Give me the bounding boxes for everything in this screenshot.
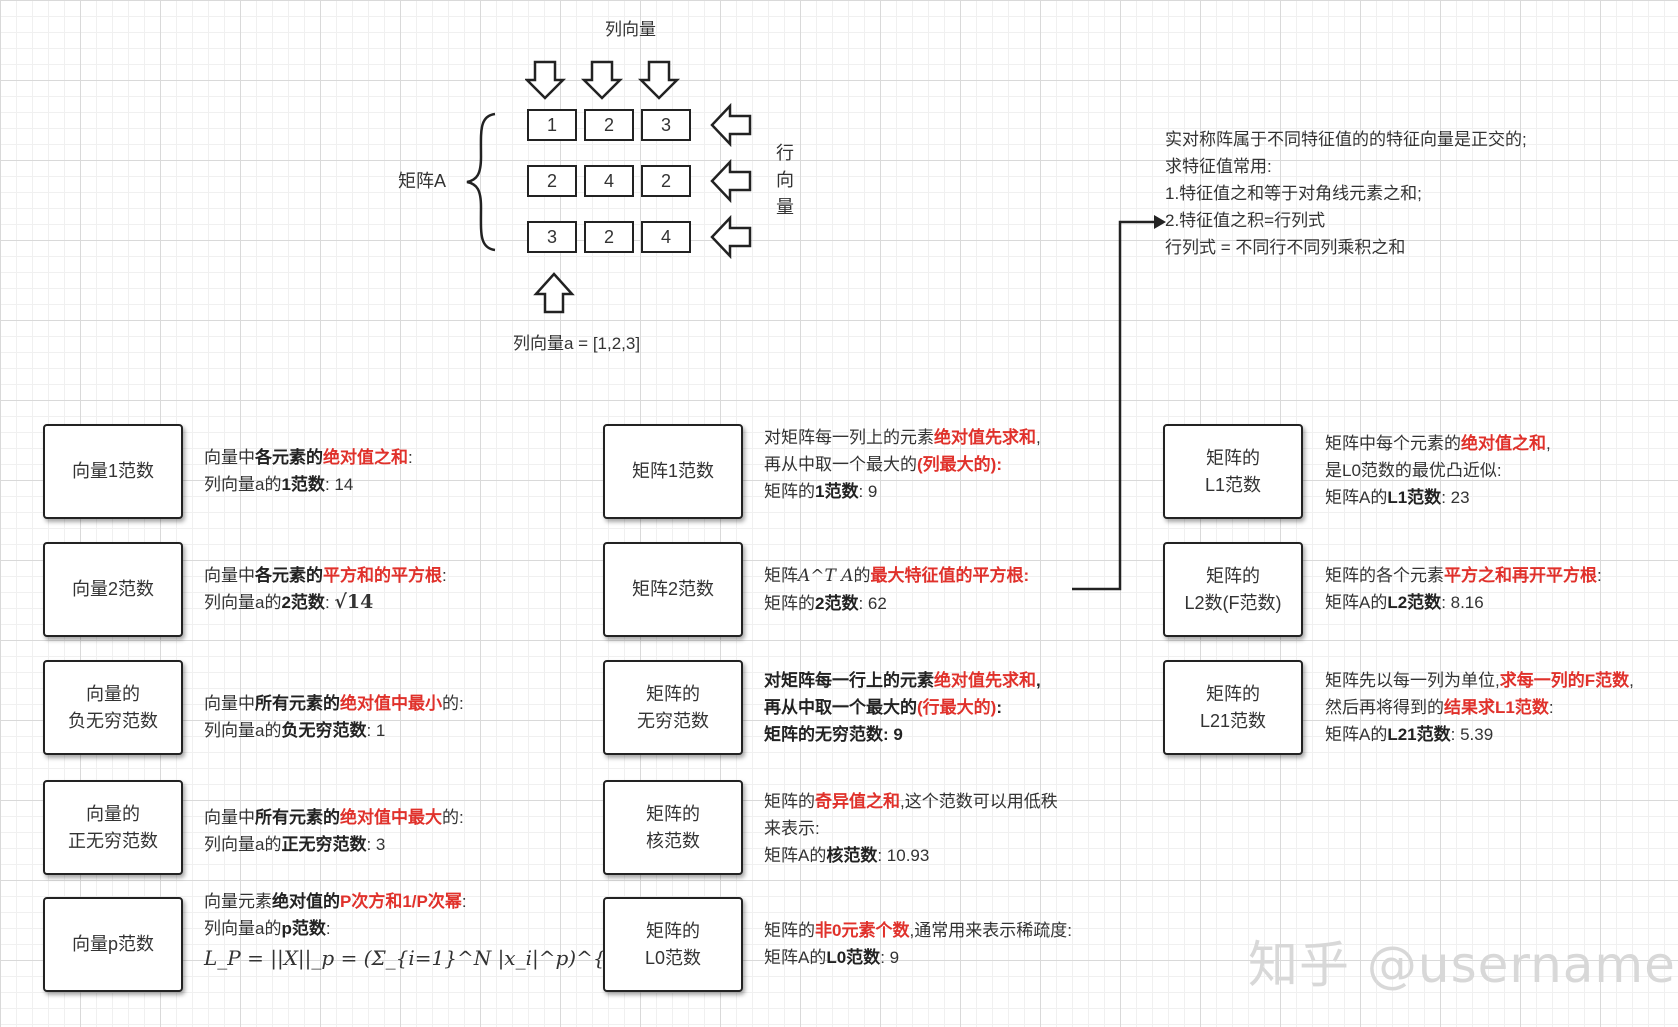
vector-1-norm-box: 向量1范数	[43, 424, 183, 519]
left-arrow-icon	[710, 102, 752, 148]
sqrt-value: √14	[334, 591, 374, 613]
box-label: 向量1范数	[71, 461, 154, 481]
matrix-cell: 2	[584, 109, 634, 141]
vector-1-norm-desc: 向量中各元素的绝对值之和: 列向量a的1范数: 14	[204, 448, 413, 494]
connector-arrow	[1072, 215, 1166, 591]
matrix-l0-norm-desc: 矩阵的非0元素个数,通常用来表示稀疏度: 矩阵A的L0范数: 9	[764, 921, 1072, 967]
left-brace	[466, 112, 496, 252]
col-vector-title: 列向量	[605, 20, 656, 39]
left-arrow-icon	[710, 214, 752, 260]
matrix-label: 矩阵A	[398, 171, 447, 191]
vector-p-norm-desc: 向量元素绝对值的P次方和1/P次幂: 列向量a的p范数: L_P = ||X||…	[204, 888, 651, 974]
vector-2-norm-box: 向量2范数	[43, 542, 183, 637]
matrix-l1-norm-desc: 矩阵中每个元素的绝对值之和, 是L0范数的最优凸近似: 矩阵A的L1范数: 23	[1325, 434, 1551, 507]
matrix-cell: 2	[584, 221, 634, 253]
eigen-note: 实对称阵属于不同特征值的的特征向量是正交的;	[1165, 130, 1527, 149]
vector-2-norm-desc: 向量中各元素的平方和的平方根: 列向量a的2范数: √14	[204, 566, 447, 613]
eigen-notes: 实对称阵属于不同特征值的的特征向量是正交的; 求特征值常用: 1.特征值之和等于…	[1165, 126, 1527, 261]
box-label: 向量p范数	[71, 934, 154, 954]
up-arrow-icon	[533, 272, 575, 314]
col-vector-a: 列向量a = [1,2,3]	[513, 334, 641, 353]
matrix-1-norm-box: 矩阵1范数	[603, 424, 743, 519]
ata-formula: A^T A	[798, 566, 854, 586]
left-arrows	[710, 102, 752, 260]
p-norm-formula: L_P = ||X||_p = (Σ_{i=1}^N |x_i|^p)^{1/p…	[204, 946, 651, 970]
eigen-note: 求特征值常用:	[1165, 157, 1272, 176]
down-arrows	[525, 60, 681, 100]
box-label: 向量2范数	[71, 579, 154, 599]
eigen-note: 行列式 = 不同行不同列乘积之和	[1165, 238, 1406, 257]
eigen-note: 2.特征值之积=行列式	[1165, 211, 1326, 230]
watermark: 知乎 @username	[1248, 936, 1676, 994]
matrix-2-norm-box: 矩阵2范数	[603, 542, 743, 637]
matrix-inf-norm-box: 矩阵的无穷范数	[603, 660, 743, 755]
matrix-inf-norm-desc: 对矩阵每一行上的元素绝对值先求和, 再从中取一个最大的(行最大的): 矩阵的无穷…	[764, 671, 1041, 744]
matrix-cell: 1	[527, 109, 577, 141]
matrix-cell: 4	[641, 221, 691, 253]
eigen-note: 1.特征值之和等于对角线元素之和;	[1165, 184, 1422, 203]
vector-pos-inf-norm-desc: 向量中所有元素的绝对值中最大的: 列向量a的正无穷范数: 3	[204, 808, 464, 854]
vector-neg-inf-norm-box: 向量的负无穷范数	[43, 660, 183, 755]
matrix-l21-norm-desc: 矩阵先以每一列为单位,求每一列的F范数, 然后再将得到的结果求L1范数: 矩阵A…	[1325, 671, 1634, 744]
down-arrow-icon	[637, 60, 681, 100]
left-arrow-icon	[710, 158, 752, 204]
vector-pos-inf-norm-box: 向量的正无穷范数	[43, 780, 183, 875]
matrix-nuclear-norm-desc: 矩阵的奇异值之和,这个范数可以用低秩 来表示: 矩阵A的核范数: 10.93	[764, 792, 1058, 865]
matrix-cell: 2	[641, 165, 691, 197]
row-vector-label: 行 向 量	[776, 143, 794, 217]
matrix-nuclear-norm-box: 矩阵的核范数	[603, 780, 743, 875]
matrix-l2-norm-desc: 矩阵的各个元素平方之和再开平方根: 矩阵A的L2范数: 8.16	[1325, 566, 1602, 612]
matrix-cell: 4	[584, 165, 634, 197]
down-arrow-icon	[525, 60, 567, 100]
matrix-cell: 2	[527, 165, 577, 197]
vector-neg-inf-norm-desc: 向量中所有元素的绝对值中最小的: 列向量a的负无穷范数: 1	[204, 694, 464, 740]
matrix-cell: 3	[527, 221, 577, 253]
vector-p-norm-box: 向量p范数	[43, 897, 183, 992]
matrix-1-norm-desc: 对矩阵每一列上的元素绝对值先求和, 再从中取一个最大的(列最大的): 矩阵的1范…	[764, 428, 1041, 501]
matrix-2-norm-desc: 矩阵A^T A的最大特征值的平方根: 矩阵的2范数: 62	[764, 566, 1030, 613]
matrix-cell: 3	[641, 109, 691, 141]
down-arrow-icon	[580, 60, 624, 100]
